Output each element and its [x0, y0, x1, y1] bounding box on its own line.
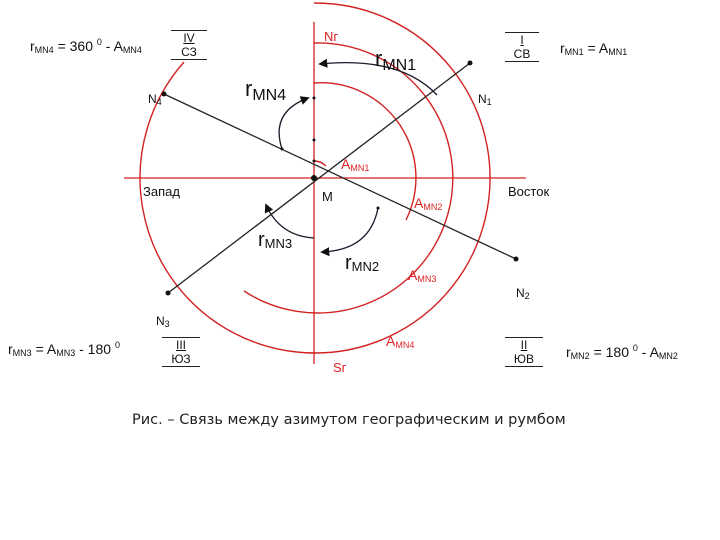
north-label: Nг: [324, 29, 339, 44]
quadrant-box-i: I СВ: [505, 32, 539, 62]
point-n1: [467, 60, 473, 66]
point-n4: [161, 91, 167, 97]
point-n3: [165, 290, 171, 296]
quadrant-ii-roman: II: [520, 338, 528, 352]
label-n2: N2: [516, 286, 530, 301]
azimuth-label-a4: AMN4: [386, 333, 415, 350]
rumb-label-r2: rMN2: [345, 252, 380, 274]
rumb-label-r3: rMN3: [258, 229, 293, 251]
meridian-ticks: [280, 96, 380, 210]
rumb-label-r4: rMN4: [245, 76, 287, 104]
center-label: M: [322, 189, 333, 204]
formula-quadrant-iv: rMN4 = 360 0 - AMN4: [30, 37, 142, 55]
quadrant-i-roman: I: [520, 33, 524, 47]
azimuth-arc-a3: [243, 42, 454, 314]
azimuth-arcs: [139, 2, 491, 354]
south-label: Sг: [333, 360, 347, 375]
azimuth-label-a3: AMN3: [408, 267, 437, 284]
rumb-arc-r2: [320, 207, 379, 257]
azimuth-label-a1: AMN1: [341, 156, 370, 173]
west-label: Запад: [143, 184, 180, 199]
line-n4-n2: [163, 93, 517, 260]
rumb-arc-r3: [264, 203, 315, 239]
label-n4: N4: [148, 92, 162, 107]
point-m: [311, 175, 317, 181]
east-label: Восток: [508, 184, 550, 199]
quadrant-box-iv: IV СЗ: [171, 30, 207, 60]
azimuth-arc-a4: [139, 2, 491, 354]
rumb-arcs: [264, 58, 438, 257]
azimuth-label-a2: AMN2: [414, 195, 443, 212]
quadrant-box-ii: II ЮВ: [505, 337, 543, 367]
azimuth-arc-a2: [313, 82, 417, 221]
label-n3: N3: [156, 314, 170, 329]
figure-caption: Рис. – Связь между азимутом географическ…: [132, 412, 566, 428]
formula-quadrant-i: rMN1 = AMN1: [560, 40, 628, 57]
quadrant-box-iii: III ЮЗ: [162, 337, 200, 367]
rumb-label-r1: rMN1: [375, 46, 417, 74]
quadrant-ii-abbr: ЮВ: [513, 352, 535, 366]
formula-quadrant-iii: rMN3 = AMN3 - 180 0: [8, 340, 120, 358]
formula-quadrant-ii: rMN2 = 180 0 - AMN2: [566, 343, 678, 361]
point-n2: [513, 256, 519, 262]
line-n1-n3: [167, 62, 471, 294]
rumb-arc-r1: [318, 58, 438, 96]
quadrant-iv-abbr: СЗ: [181, 45, 197, 59]
direction-lines: [163, 62, 517, 294]
axes: [124, 22, 526, 364]
quadrant-i-abbr: СВ: [513, 47, 531, 61]
points: [161, 60, 519, 296]
label-n1: N1: [478, 92, 492, 107]
quadrant-iii-abbr: ЮЗ: [171, 352, 191, 366]
quadrant-iii-roman: III: [175, 338, 186, 352]
rumb-arc-r4: [278, 96, 310, 150]
quadrant-iv-roman: IV: [183, 31, 195, 45]
